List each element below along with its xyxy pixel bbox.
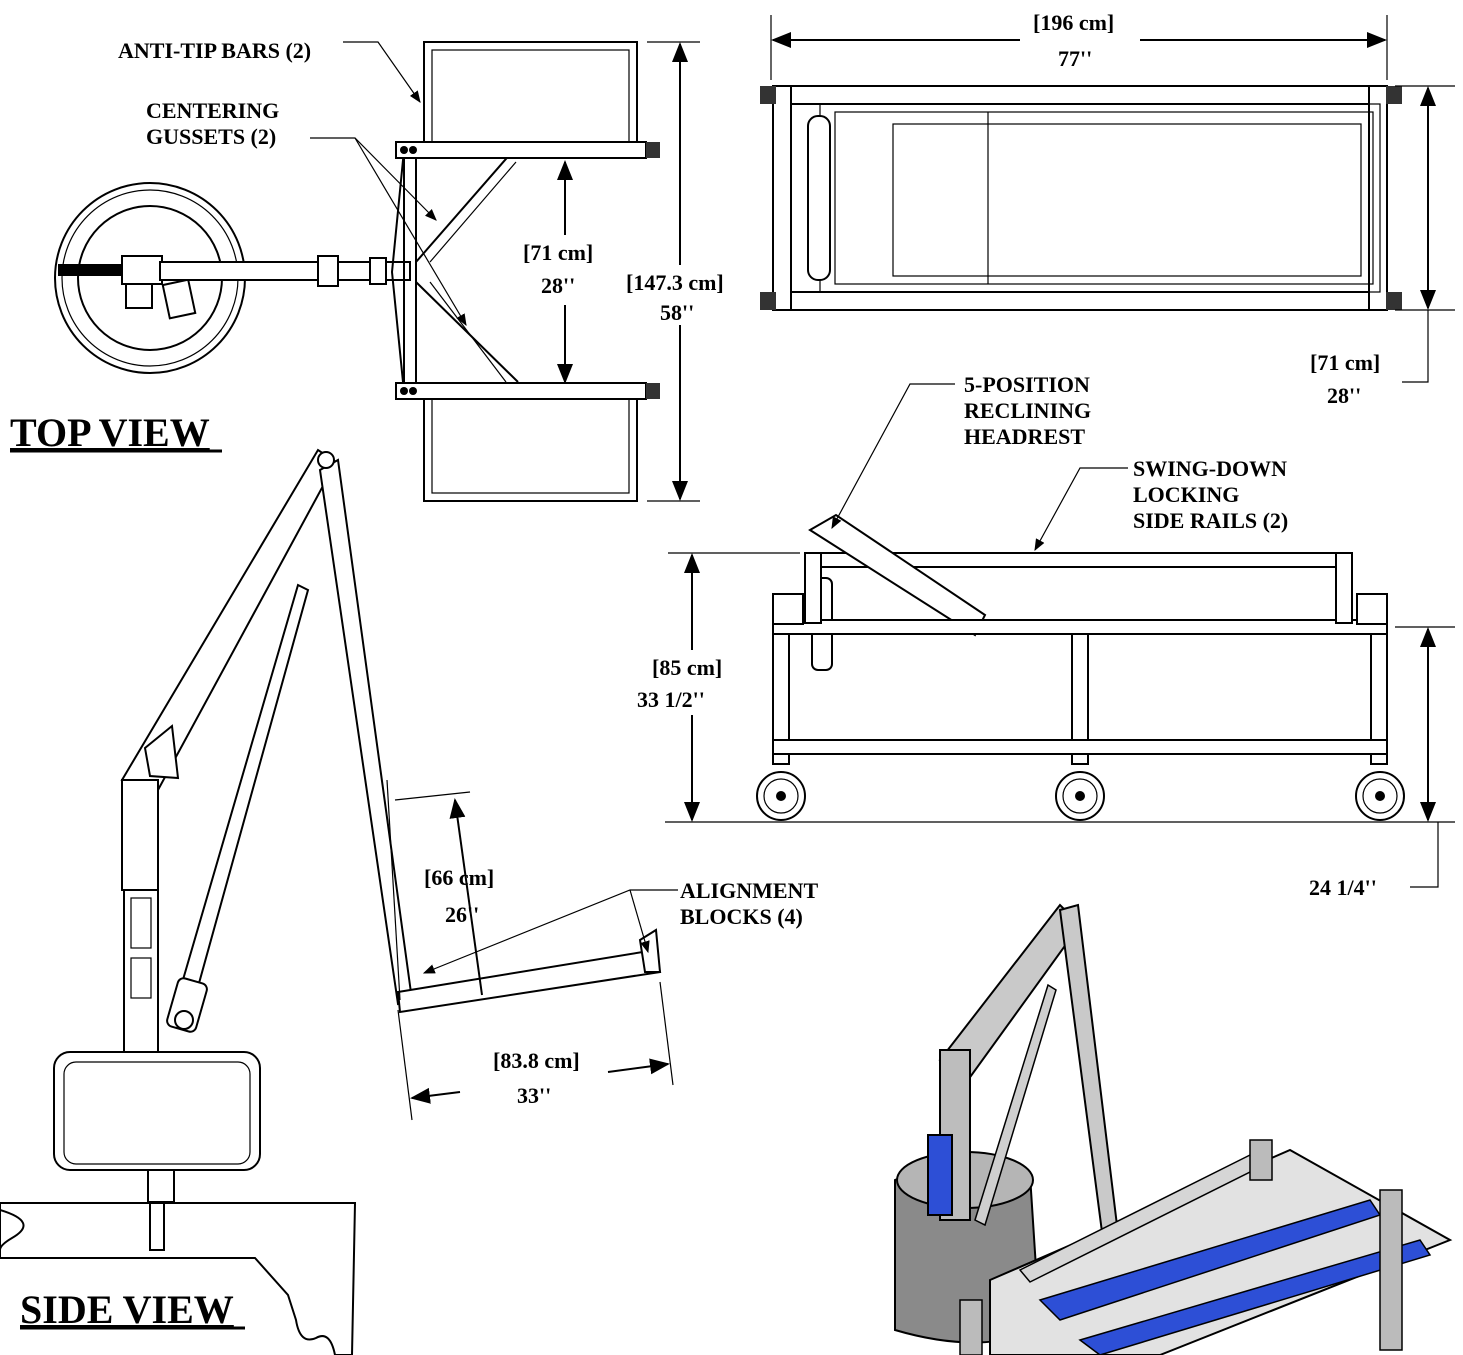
dim-height-cm: [85 cm] — [652, 655, 722, 680]
dim-lower-in: 24 1/4'' — [1309, 875, 1377, 900]
callout-centering-gussets: CENTERING — [146, 98, 279, 123]
dim-seat-back-cm: [66 cm] — [424, 865, 494, 890]
dim-seat-back-in: 26'' — [445, 902, 479, 927]
dim-base-in: 58'' — [660, 300, 694, 325]
view-title-top: TOP VIEW — [10, 410, 210, 455]
dim-seat-length-in: 33'' — [517, 1083, 551, 1108]
callout-centering-gussets-2: GUSSETS (2) — [146, 124, 276, 149]
dim-gap-cm: [71 cm] — [523, 240, 593, 265]
callout-side-rails-3: SIDE RAILS (2) — [1133, 508, 1288, 533]
isometric-render — [894, 903, 1453, 1355]
dim-height-in: 33 1/2'' — [637, 687, 705, 712]
callout-side-rails-1: SWING-DOWN — [1133, 456, 1287, 481]
callout-headrest-2: RECLINING — [964, 398, 1091, 423]
callout-headrest-1: 5-POSITION — [964, 372, 1090, 397]
dim-seat-length-cm: [83.8 cm] — [493, 1048, 580, 1073]
dim-width-in: 28'' — [1327, 383, 1361, 408]
callout-alignment-1: ALIGNMENT — [680, 878, 818, 903]
stretcher-plan-drawing — [760, 15, 1455, 383]
stretcher-side-drawing — [665, 383, 1455, 888]
top-view-drawing — [54, 41, 700, 502]
dim-length-cm: [196 cm] — [1033, 10, 1114, 35]
view-title-side: SIDE VIEW — [20, 1287, 234, 1332]
dim-length-in: 77'' — [1058, 46, 1092, 71]
callout-alignment-2: BLOCKS (4) — [680, 904, 803, 929]
dim-gap-in: 28'' — [541, 273, 575, 298]
dim-base-cm: [147.3 cm] — [626, 270, 724, 295]
callout-headrest-3: HEADREST — [964, 424, 1085, 449]
callout-side-rails-2: LOCKING — [1133, 482, 1239, 507]
callout-anti-tip-bars: ANTI-TIP BARS (2) — [118, 38, 311, 63]
dim-width-cm: [71 cm] — [1310, 350, 1380, 375]
side-view-drawing — [0, 448, 678, 1355]
